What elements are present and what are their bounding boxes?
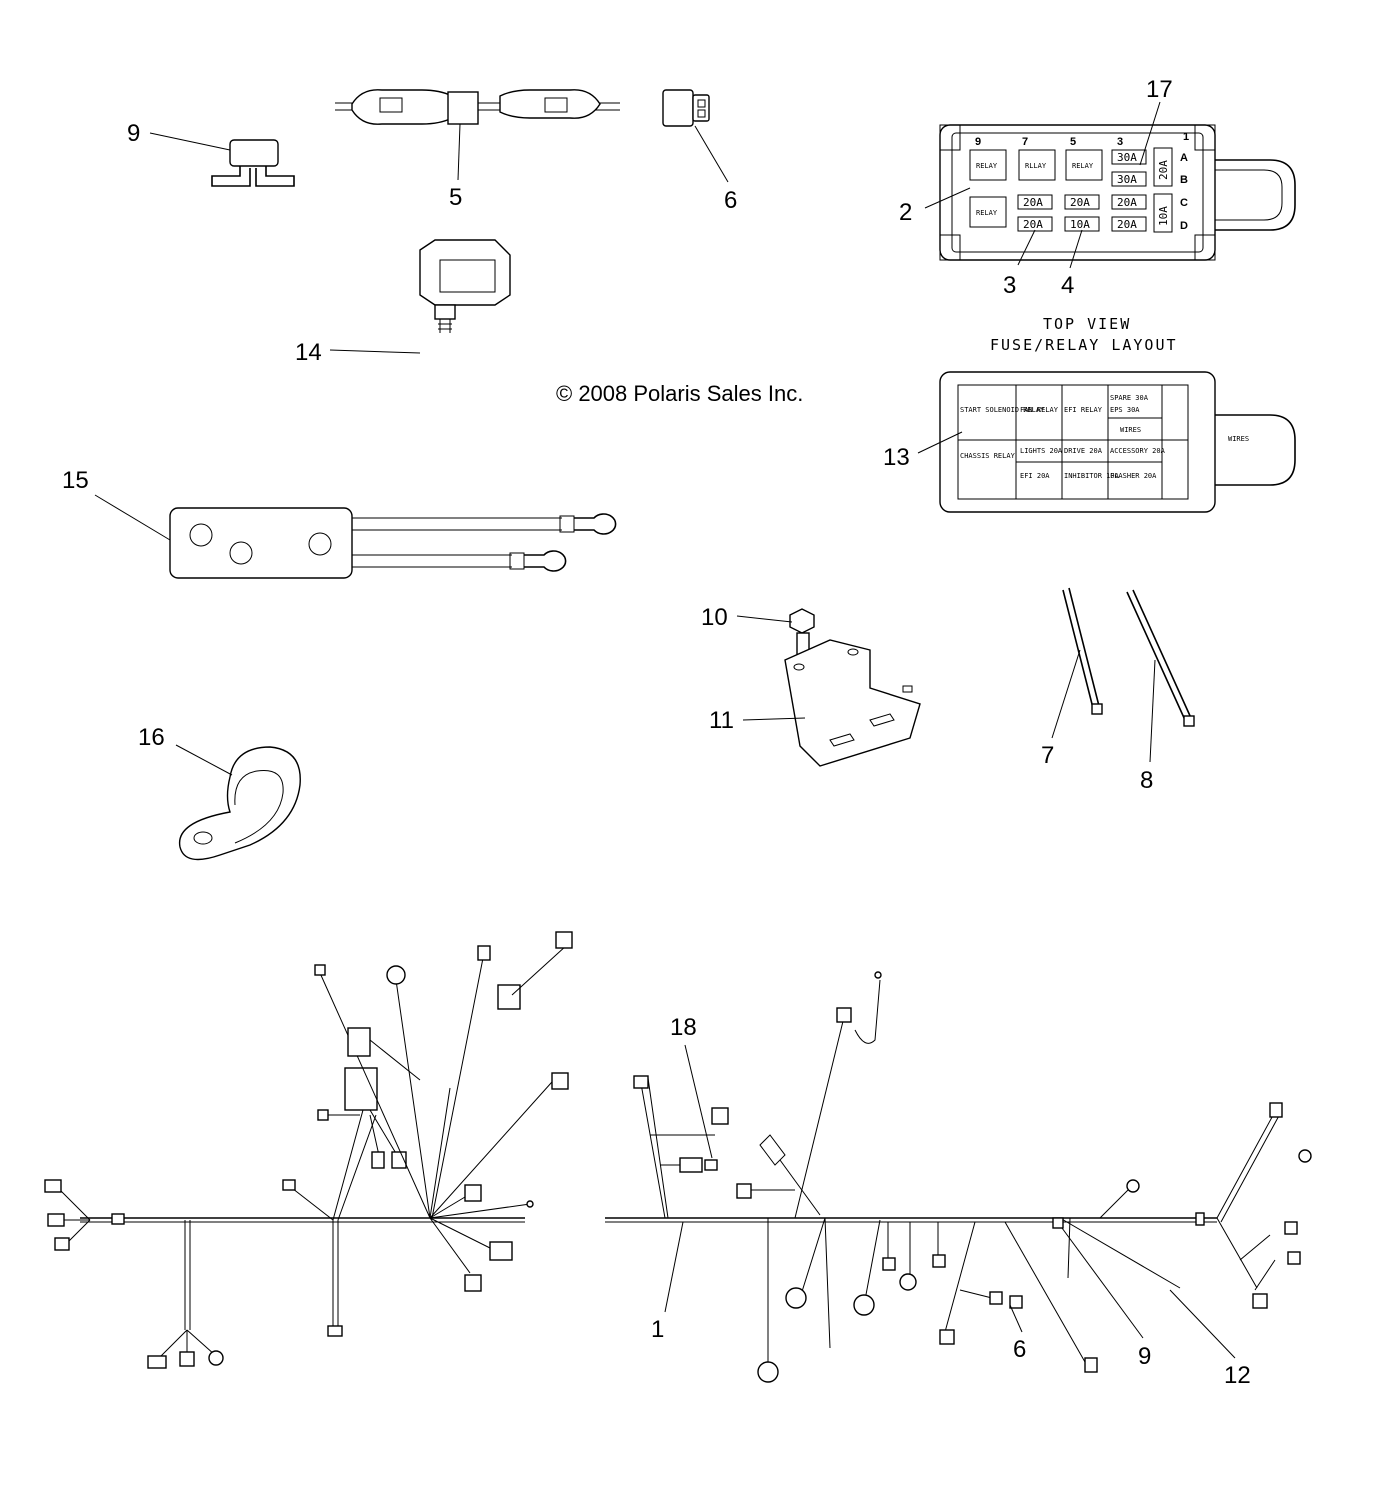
part-7-cable-tie (1062, 587, 1103, 715)
col-num-1: 1 (1183, 131, 1189, 143)
leader-6a (694, 125, 729, 183)
callout-9-bottom: 9 (1138, 1343, 1151, 1370)
callout-12: 12 (1224, 1362, 1251, 1389)
copyright: © 2008 Polaris Sales Inc. (556, 381, 803, 406)
callout-2: 2 (899, 199, 912, 226)
fuse-b3: 30A (1117, 173, 1137, 186)
leader-12 (1169, 1289, 1236, 1359)
part-11-bracket (784, 639, 921, 767)
cell-inhibitor: INHIBITOR 10A (1064, 472, 1120, 480)
row-letter-a: A (1180, 152, 1188, 164)
callout-5: 5 (449, 184, 462, 211)
fuse-box-relays: RELAY RLLAY RELAY RELAY (969, 149, 1103, 228)
cell-start-solenoid: START SOLENOID RELAY (960, 406, 1045, 414)
callout-13: 13 (883, 444, 910, 471)
layout-cells: START SOLENOID RELAY FAN RELAY EFI RELAY… (960, 394, 1249, 480)
harness-left (44, 931, 573, 1369)
top-view-title: TOP VIEW (1043, 315, 1131, 333)
callout-8: 8 (1140, 767, 1153, 794)
callout-11: 11 (709, 707, 734, 734)
layout-box (939, 371, 1296, 513)
leader-9a (149, 132, 231, 151)
part-6-connector (662, 89, 710, 127)
cell-accessory: ACCESSORY 20A (1110, 447, 1166, 455)
fuse-d7: 20A (1023, 218, 1043, 231)
fuse-d3: 20A (1117, 218, 1137, 231)
leader-13 (917, 431, 963, 454)
row-letter-b: B (1180, 174, 1188, 186)
callout-10: 10 (701, 604, 728, 631)
leader-9b (1061, 1227, 1144, 1339)
callout-6-bottom: 6 (1013, 1336, 1026, 1363)
fuse-ab1: 20A (1157, 160, 1170, 180)
cell-efi-fuse: EFI 20A (1020, 472, 1050, 480)
part-8-cable-tie (1126, 589, 1195, 727)
fuse-d5: 10A (1070, 218, 1090, 231)
callout-1: 1 (651, 1316, 664, 1343)
fuse-c7: 20A (1023, 196, 1043, 209)
fuse-box-column-numbers: 9 7 5 3 1 (975, 131, 1189, 148)
relay-label-1: RELAY (976, 162, 998, 170)
leader-8 (1149, 659, 1156, 763)
row-letter-d: D (1180, 220, 1188, 232)
leader-7 (1051, 649, 1081, 739)
leader-17 (1139, 101, 1161, 166)
callout-4: 4 (1061, 272, 1074, 299)
row-letter-c: C (1180, 197, 1188, 209)
fuse-box-fuses: 30A 30A 20A 20A 20A 20A 20A 10A 20A 10A (1017, 147, 1173, 233)
callout-16: 16 (138, 724, 165, 751)
callout-15: 15 (62, 467, 89, 494)
top-view-subtitle: FUSE/RELAY LAYOUT (990, 336, 1178, 354)
part-16-p-clamp (178, 746, 301, 861)
leader-6b (1009, 1304, 1023, 1333)
leader-2 (924, 187, 971, 209)
part-9-diode (211, 139, 295, 187)
relay-label-3: RELAY (1072, 162, 1094, 170)
fuse-cd1: 10A (1157, 206, 1170, 226)
callout-14: 14 (295, 339, 322, 366)
cell-wires: WIRES (1120, 426, 1141, 434)
leader-5 (457, 123, 461, 181)
cell-fan-relay: FAN RELAY (1020, 406, 1059, 414)
relay-label-2: RLLAY (1025, 162, 1047, 170)
fuse-a3: 30A (1117, 151, 1137, 164)
callout-6-top: 6 (724, 187, 737, 214)
col-num-9: 9 (975, 136, 981, 148)
part-15-module (169, 507, 617, 579)
cell-spare: SPARE 30A (1110, 394, 1149, 402)
fuse-box-row-letters: A B C D (1180, 152, 1188, 232)
leader-16 (175, 744, 233, 776)
leader-11 (742, 717, 806, 721)
leader-14 (329, 349, 421, 354)
leader-3 (1017, 229, 1036, 266)
callout-17: 17 (1146, 76, 1173, 103)
callout-3: 3 (1003, 272, 1016, 299)
callout-9-top: 9 (127, 120, 140, 147)
callout-18: 18 (670, 1014, 697, 1041)
cell-eps: EPS 30A (1110, 406, 1140, 414)
cell-lights: LIGHTS 20A (1020, 447, 1063, 455)
part-5-inline-fuse-holder (335, 89, 620, 125)
leader-1 (664, 1221, 684, 1313)
cell-efi-relay: EFI RELAY (1064, 406, 1103, 414)
fuse-c5: 20A (1070, 196, 1090, 209)
leader-18 (684, 1044, 713, 1159)
relay-label-4: RELAY (976, 209, 998, 217)
wires-tab-label: WIRES (1228, 435, 1249, 443)
cell-flasher: FLASHER 20A (1110, 472, 1157, 480)
cell-chassis-relay: CHASSIS RELAY (960, 452, 1016, 460)
col-num-7: 7 (1022, 136, 1028, 148)
harness-right (605, 971, 1312, 1383)
leader-10 (736, 615, 793, 623)
cell-drive: DRIVE 20A (1064, 447, 1103, 455)
leader-15 (94, 494, 171, 541)
col-num-5: 5 (1070, 136, 1076, 148)
part-14-sensor (419, 239, 511, 333)
col-num-3: 3 (1117, 136, 1123, 148)
callout-7: 7 (1041, 742, 1054, 769)
fuse-c3: 20A (1117, 196, 1137, 209)
leader-4 (1069, 229, 1083, 269)
